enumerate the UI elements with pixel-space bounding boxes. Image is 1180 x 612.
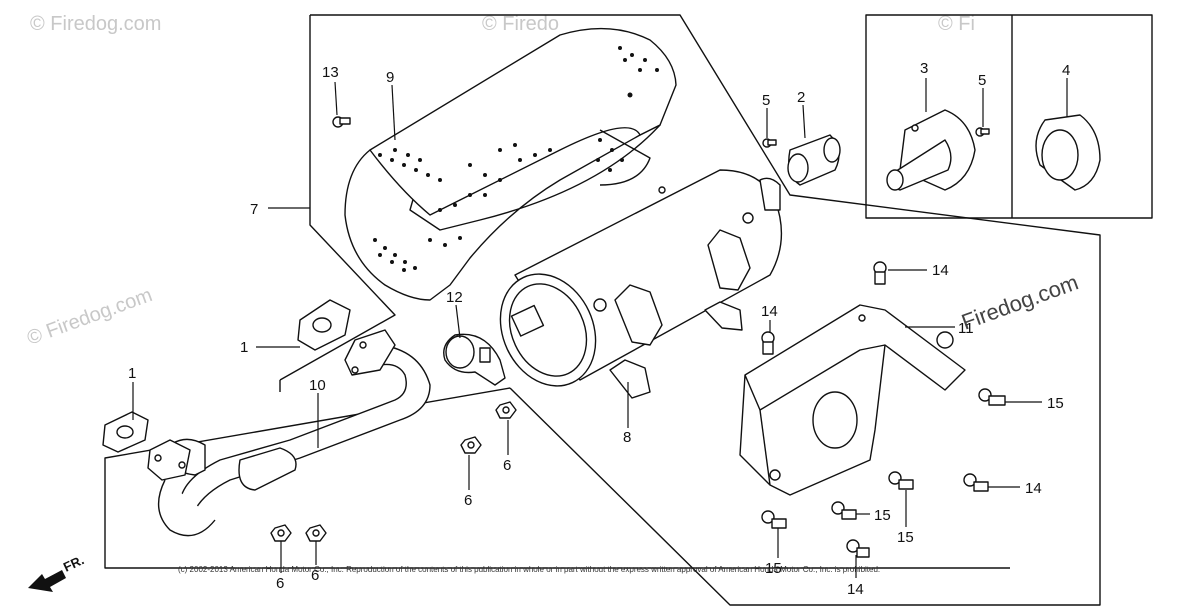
watermark-top-center: © Firedo [482,13,559,35]
callout-15d: 15 [765,560,782,577]
bolt-14d [846,539,870,558]
watermark-top-right: © Fi [938,13,975,35]
copyright-notice: (c) 2002-2013 American Honda Motor Co., … [178,565,880,574]
heat-shield [344,27,677,301]
gasket-lower [102,411,149,453]
bolt-14a [873,261,887,285]
callout-6b: 6 [464,492,472,509]
gasket-upper [297,299,351,351]
callout-2: 2 [797,89,805,106]
exhaust-pipe [147,329,431,537]
watermark-top-left: © Firedog.com [30,13,161,35]
callout-1-upper: 1 [240,339,248,356]
callout-4: 4 [1062,62,1070,79]
callout-14d: 14 [847,581,864,598]
screw-5b [975,127,990,137]
callout-6c: 6 [276,575,284,592]
callout-11: 11 [958,320,974,337]
spark-arrester [886,109,976,191]
callout-14b: 14 [761,303,778,320]
screw-13 [332,116,351,128]
nut-6c [270,524,292,542]
callout-12: 12 [446,289,463,306]
nut-6a [495,401,517,419]
bolt-15d [761,510,787,529]
watermark-left: © Firedog.com [24,284,155,350]
callout-10: 10 [309,377,326,394]
callout-7: 7 [250,201,258,218]
bolt-15c [831,501,857,520]
bolt-14c [963,473,989,492]
bolt-15b [888,471,914,490]
callout-15c: 15 [874,507,891,524]
callout-5b: 5 [978,72,986,89]
callout-15b: 15 [897,529,914,546]
frame-lines [104,14,1153,606]
bolt-14b [761,331,775,355]
muffler-bracket [739,304,966,496]
callout-3: 3 [920,60,928,77]
outlet-cover [1035,114,1101,191]
callout-15a: 15 [1047,395,1064,412]
callout-8: 8 [623,429,631,446]
callout-14c: 14 [1025,480,1042,497]
callout-6a: 6 [503,457,511,474]
nut-6b [460,436,482,454]
front-label: FR. [61,552,86,574]
watermark-right: Firedog.com [958,269,1081,334]
callout-13: 13 [322,64,339,81]
callout-9: 9 [386,69,394,86]
callout-6d: 6 [311,567,319,584]
callout-14a: 14 [932,262,949,279]
callouts: 13 9 7 1 1 10 12 8 6 6 6 6 5 2 3 5 4 14 … [128,60,1070,598]
screw-5a [762,138,777,148]
callout-1-lower: 1 [128,365,136,382]
callout-5a: 5 [762,92,770,109]
muffler [499,169,783,399]
leader-lines [132,78,1068,578]
spark-arrester-tip [787,134,841,186]
front-direction-indicator: FR. [28,552,86,592]
bolt-15a [978,388,1006,406]
clamp [443,333,506,386]
nut-6d [305,524,327,542]
